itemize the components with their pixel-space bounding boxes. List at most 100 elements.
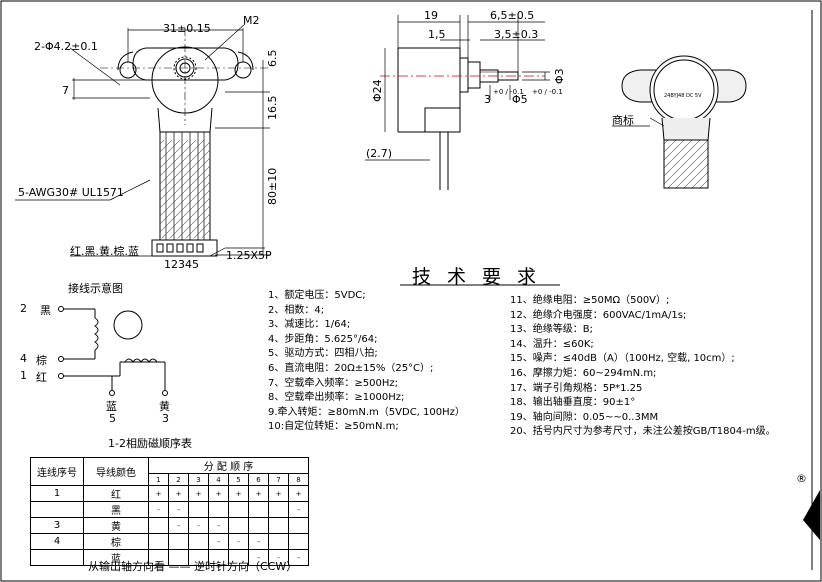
terminal-2-num: 2 xyxy=(20,302,27,315)
row-no: 4 xyxy=(30,533,84,550)
table-footer: 从输出轴方向看 —— 逆时针方向（CCW） xyxy=(88,560,298,573)
side-dim-19: 19 xyxy=(424,9,438,22)
seq-cell: - xyxy=(208,533,229,550)
requirements-title: 技术要求 xyxy=(412,266,553,288)
seq-cell: + xyxy=(148,485,169,502)
row-color: 黑 xyxy=(83,501,149,518)
req-item: 15、噪声：≤40dB（A）（100Hz, 空载, 10cm）; xyxy=(510,353,735,365)
row-color: 红 xyxy=(83,485,149,502)
terminal-5-num: 5 xyxy=(109,412,116,425)
seq-cell: + xyxy=(248,485,269,502)
req-item: 16、摩擦力矩：60~294mN.m; xyxy=(510,367,657,379)
seq-cell: - xyxy=(148,501,169,518)
side-dim-phi5: Φ5 xyxy=(512,93,528,106)
seq-cell xyxy=(288,533,309,550)
step-cell: 4 xyxy=(208,473,229,486)
requirements-left-list: 1、额定电压：5VDC; 2、相数：4; 3、减速比：1/64; 4、步距角：5… xyxy=(268,289,465,435)
seq-cell xyxy=(248,517,269,534)
seq-cell xyxy=(268,517,289,534)
seq-cell xyxy=(188,501,209,518)
seq-cell: - xyxy=(168,517,189,534)
terminal-3-color: 黄 xyxy=(159,400,170,413)
step-cell: 3 xyxy=(188,473,209,486)
req-item: 8、空载牵出频率：≥1000Hz; xyxy=(268,392,405,404)
req-item: 10:自定位转矩：≥50mN.m; xyxy=(268,421,399,433)
terminal-1-color: 红 xyxy=(36,371,47,384)
req-item: 6、直流电阻：20Ω±15%（25°C）; xyxy=(268,362,434,374)
seq-cell: - xyxy=(188,517,209,534)
seq-cell xyxy=(188,533,209,550)
req-item: 20、括号内尺寸为参考尺寸，未注公差按GB/T1804-m级。 xyxy=(510,426,776,438)
req-item: 4、步距角：5.625°/64; xyxy=(268,333,378,345)
terminal-1-num: 1 xyxy=(20,369,27,382)
row-color: 黄 xyxy=(83,517,149,534)
req-item: 18、输出轴垂直度：90±1° xyxy=(510,397,636,409)
photo-view-motor xyxy=(612,55,747,189)
table-row: 蓝 - - - xyxy=(30,549,309,566)
req-item: 2、相数：4; xyxy=(268,304,325,316)
req-item: 9.牵入转矩：≥80mN.m（5VDC, 100Hz） xyxy=(268,406,465,418)
side-dim-1-5: 1,5 xyxy=(428,28,446,41)
terminal-4-num: 4 xyxy=(20,352,27,365)
dim-7-label: 7 xyxy=(62,84,69,97)
req-item: 19、轴向间隙：0.05~~0..3MM xyxy=(510,411,659,423)
wire-colors-label: 红.黑.黄.棕.蓝 xyxy=(70,245,139,258)
seq-cell: + xyxy=(268,485,289,502)
table-row: 3 黄 - - - xyxy=(30,517,309,534)
wiring-diagram xyxy=(58,306,168,396)
req-item: 1、额定电压：5VDC; xyxy=(268,290,366,301)
dim-6-5-label: 6.5 xyxy=(266,49,279,68)
row-no: 3 xyxy=(30,517,84,534)
table-row: 4 棕 - - - xyxy=(30,533,309,550)
side-dim-6-5: 6,5±0.5 xyxy=(490,9,535,22)
req-item: 11、绝缘电阻：≥50MΩ（500V）; xyxy=(510,295,670,306)
seq-cell: - xyxy=(248,533,269,550)
dim-16-5-label: 16.5 xyxy=(266,95,279,121)
seq-cell: - xyxy=(248,549,269,566)
seq-cell xyxy=(288,517,309,534)
req-item: 3、减速比：1/64; xyxy=(268,319,351,331)
seq-cell xyxy=(168,533,189,550)
seq-cell xyxy=(228,517,249,534)
seq-cell: - xyxy=(288,501,309,518)
seq-cell xyxy=(268,533,289,550)
wiring-title: 接线示意图 xyxy=(68,282,123,295)
seq-cell xyxy=(268,501,289,518)
step-cell: 5 xyxy=(228,473,249,486)
req-item: 5、驱动方式：四相八拍; xyxy=(268,348,378,360)
seq-cell xyxy=(148,517,169,534)
row-no xyxy=(30,549,84,566)
req-item: 12、绝缘介电强度：600VAC/1mA/1s; xyxy=(510,309,687,321)
motor-model-text: 24BYJ48 DC 5V xyxy=(664,93,702,99)
col-distribution: 分 配 顺 序 xyxy=(148,457,309,474)
sequence-table: 连线序号 导线颜色 分 配 顺 序 1 2 3 4 5 6 7 8 1 红 + … xyxy=(30,457,309,566)
row-color: 棕 xyxy=(83,533,149,550)
table-row: 1 红 + + + + + + + + xyxy=(30,485,309,502)
side-dim-phi3: Φ3 xyxy=(553,68,566,84)
trademark-label: 商标 xyxy=(612,114,634,127)
req-item: 13、绝缘等级：B; xyxy=(510,324,593,336)
sequence-title: 1-2相励磁顺序表 xyxy=(108,437,192,450)
step-cell: 2 xyxy=(168,473,189,486)
side-view-motor xyxy=(365,15,550,190)
side-dim-3-5: 3,5±0.3 xyxy=(494,28,539,41)
req-item: 7、空载牵入频率：≥500Hz; xyxy=(268,377,398,389)
dim-width-label: 31±0.15 xyxy=(163,22,211,35)
seq-cell: + xyxy=(188,485,209,502)
side-dim-phi5-tol: +0 / -0.1 xyxy=(532,88,563,96)
seq-cell xyxy=(208,501,229,518)
side-dim-3-tol: +0 / -0.1 xyxy=(493,88,524,96)
seq-cell xyxy=(148,533,169,550)
registered-mark: ® xyxy=(796,472,807,485)
step-cell: 8 xyxy=(288,473,309,486)
side-dim-phi24: Φ24 xyxy=(371,79,384,102)
step-cell: 1 xyxy=(148,473,169,486)
seq-cell: - xyxy=(208,517,229,534)
dim-80-label: 80±10 xyxy=(266,167,279,205)
seq-cell xyxy=(228,501,249,518)
terminal-5-color: 蓝 xyxy=(106,400,117,413)
terminal-2-color: 黑 xyxy=(40,304,51,317)
side-dim-3: 3 xyxy=(484,93,491,106)
seq-cell: - xyxy=(168,501,189,518)
